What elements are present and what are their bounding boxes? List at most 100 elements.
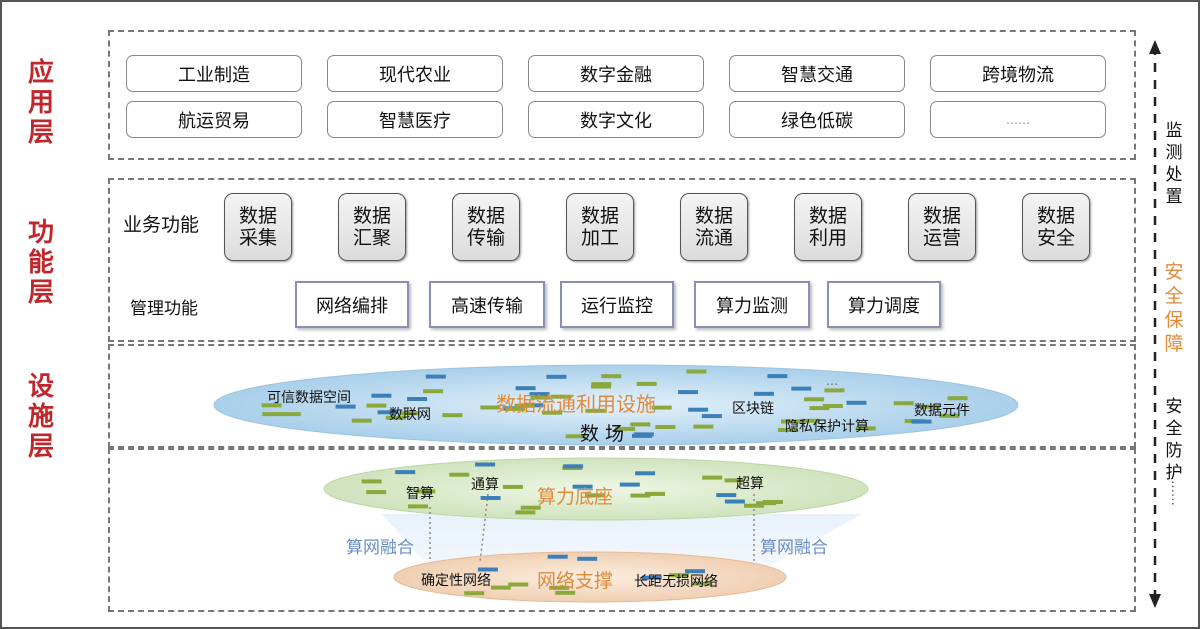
node-mark xyxy=(777,428,798,432)
business-item: 数据传输 xyxy=(452,193,520,261)
node-mark xyxy=(824,388,845,393)
node-mark xyxy=(395,470,416,475)
node-mark xyxy=(361,479,382,484)
node-mark xyxy=(893,401,914,406)
node-mark xyxy=(702,475,723,480)
node-mark xyxy=(335,404,356,409)
arrow-down-icon xyxy=(1149,594,1161,608)
compute-label: 智算 xyxy=(406,486,434,502)
security-guarantee-label: 安全保障 xyxy=(1164,261,1184,355)
fusion-label-right: 算网融合 xyxy=(760,538,828,558)
node-mark xyxy=(385,415,406,420)
node-mark xyxy=(415,489,436,494)
node-mark xyxy=(744,503,764,508)
node-mark xyxy=(678,390,698,395)
node-mark xyxy=(407,397,428,401)
node-mark xyxy=(280,412,301,417)
app-item: 数字金融 xyxy=(528,55,704,92)
node-mark xyxy=(555,590,576,595)
node-mark xyxy=(846,400,867,405)
security-ellipsis: …… xyxy=(1168,480,1183,506)
node-mark xyxy=(685,569,705,574)
node-mark xyxy=(505,406,526,411)
node-mark xyxy=(508,582,529,587)
node-mark xyxy=(449,472,470,477)
node-mark xyxy=(641,575,662,580)
business-item: 数据流通 xyxy=(680,193,748,261)
node-mark xyxy=(377,410,398,415)
node-mark xyxy=(591,384,611,389)
node-mark xyxy=(480,496,501,500)
node-mark xyxy=(549,585,570,590)
node-mark xyxy=(804,397,825,402)
node-mark xyxy=(767,374,788,379)
management-item: 高速传输 xyxy=(429,281,545,328)
business-item: 数据利用 xyxy=(794,193,862,261)
node-mark xyxy=(425,374,446,379)
app-item: 智慧医疗 xyxy=(327,101,503,138)
layer-label-infrastructure: 设施层 xyxy=(27,372,54,462)
business-item: 数据加工 xyxy=(566,193,634,261)
node-mark xyxy=(645,491,665,496)
app-item: 数字文化 xyxy=(528,101,704,138)
node-mark xyxy=(688,407,709,412)
node-mark xyxy=(585,408,606,413)
management-item: 算力调度 xyxy=(827,281,941,328)
app-item: 航运贸易 xyxy=(126,101,302,138)
business-item: 数据安全 xyxy=(1022,193,1090,261)
management-item: 算力监测 xyxy=(694,281,810,328)
node-mark xyxy=(262,412,283,417)
node-mark xyxy=(408,504,428,509)
node-mark xyxy=(619,482,640,487)
security-monitoring-label: 监测处置 xyxy=(1165,121,1183,207)
node-mark xyxy=(585,493,605,498)
security-protection-label: 安全防护 xyxy=(1165,397,1183,483)
data-field-subtitle: 数 场 xyxy=(580,423,625,445)
node-mark xyxy=(572,484,593,489)
business-item: 数据汇聚 xyxy=(338,193,406,261)
node-mark xyxy=(855,426,876,431)
node-mark xyxy=(799,418,820,423)
node-mark xyxy=(529,392,550,397)
data-field-label: 数据元件 xyxy=(914,403,970,419)
node-mark xyxy=(546,374,567,379)
node-mark xyxy=(668,573,689,578)
node-mark xyxy=(630,493,651,498)
node-mark xyxy=(692,581,713,586)
node-mark xyxy=(547,554,568,559)
app-item: 绿色低碳 xyxy=(729,101,905,138)
data-field-label: 区块链 xyxy=(732,401,774,417)
node-mark xyxy=(939,413,960,418)
network-label: 确定性网络 xyxy=(421,573,491,589)
compute-title: 算力底座 xyxy=(537,486,614,508)
node-mark xyxy=(947,396,968,401)
node-mark xyxy=(655,425,676,429)
node-mark xyxy=(651,405,672,410)
node-mark xyxy=(542,410,563,415)
layer-label-function: 功能层 xyxy=(27,218,54,308)
node-mark xyxy=(520,505,541,510)
node-mark xyxy=(693,424,714,429)
arrow-up-icon xyxy=(1149,40,1161,54)
node-mark xyxy=(601,374,622,379)
node-mark xyxy=(442,413,463,418)
node-mark xyxy=(724,478,745,483)
management-item: 运行监控 xyxy=(560,281,674,328)
node-mark xyxy=(630,422,651,427)
app-item-ellipsis: …… xyxy=(930,101,1106,138)
node-mark xyxy=(366,490,387,495)
node-mark xyxy=(781,419,801,424)
business-item: 数据采集 xyxy=(224,193,292,261)
function-layer-box xyxy=(108,178,1136,342)
node-mark xyxy=(632,433,652,438)
node-mark xyxy=(701,414,722,419)
application-layer-box xyxy=(108,30,1136,160)
app-item: 现代农业 xyxy=(327,55,503,92)
node-mark xyxy=(565,434,586,439)
data-field-layer-box xyxy=(108,344,1136,448)
management-function-label: 管理功能 xyxy=(130,299,198,319)
node-mark xyxy=(686,369,707,374)
node-mark xyxy=(423,389,443,394)
